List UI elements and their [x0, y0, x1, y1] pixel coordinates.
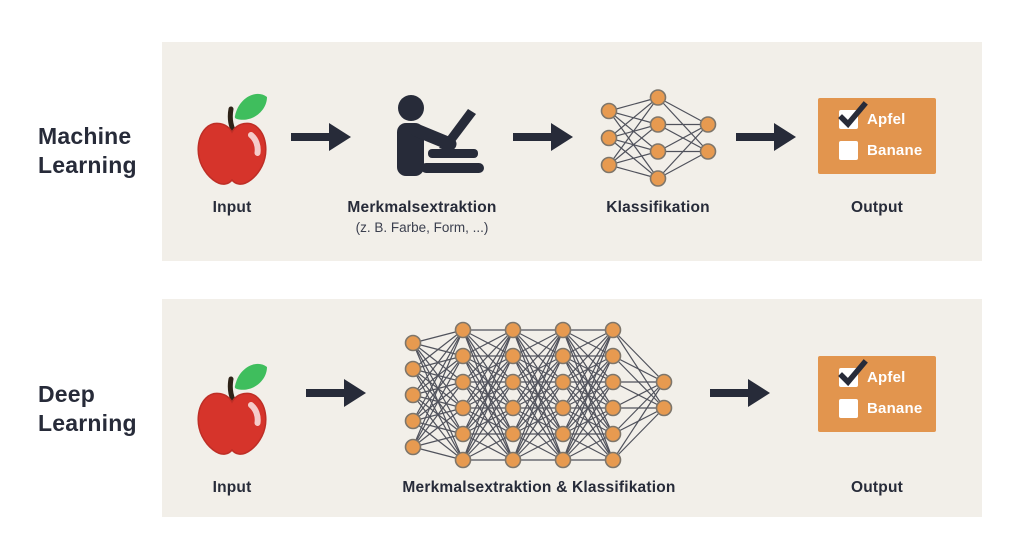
- apple-icon: [197, 363, 267, 455]
- machine-learning-heading: Machine Learning: [38, 123, 137, 178]
- checkbox-unchecked-icon: [839, 399, 858, 418]
- checkbox-checked-icon: [838, 101, 868, 129]
- neural-network-deep: [404, 321, 673, 469]
- person-laptop-icon: [397, 95, 484, 176]
- arrow-right-icon: [710, 379, 770, 407]
- deep-learning-heading: Deep Learning: [38, 381, 137, 436]
- input-label: Input: [212, 199, 252, 216]
- output-option-label: Banane: [867, 400, 923, 417]
- arrow-right-icon: [513, 123, 573, 151]
- combined-label: Merkmalsextraktion & Klassifikation: [402, 479, 676, 496]
- output-label: Output: [851, 479, 903, 496]
- output-option-apfel: Apfel: [838, 359, 906, 387]
- output-box: Apfel Banane: [818, 356, 936, 432]
- arrow-right-icon: [736, 123, 796, 151]
- input-label: Input: [212, 479, 252, 496]
- classification-label: Klassifikation: [606, 199, 710, 216]
- output-option-banane: Banane: [839, 141, 922, 160]
- output-label: Output: [851, 199, 903, 216]
- extraction-sublabel: (z. B. Farbe, Form, ...): [355, 220, 489, 235]
- output-option-label: Apfel: [867, 369, 906, 386]
- output-option-label: Banane: [867, 142, 923, 159]
- output-box: Apfel Banane: [818, 98, 936, 174]
- extraction-label: Merkmalsextraktion: [347, 199, 497, 216]
- neural-network-small: [600, 89, 717, 187]
- output-option-banane: Banane: [839, 399, 922, 418]
- output-option-apfel: Apfel: [838, 101, 906, 129]
- arrow-right-icon: [306, 379, 366, 407]
- arrow-right-icon: [291, 123, 351, 151]
- checkbox-unchecked-icon: [839, 141, 858, 160]
- checkbox-checked-icon: [838, 359, 868, 387]
- output-option-label: Apfel: [867, 111, 906, 128]
- apple-icon: [197, 93, 267, 185]
